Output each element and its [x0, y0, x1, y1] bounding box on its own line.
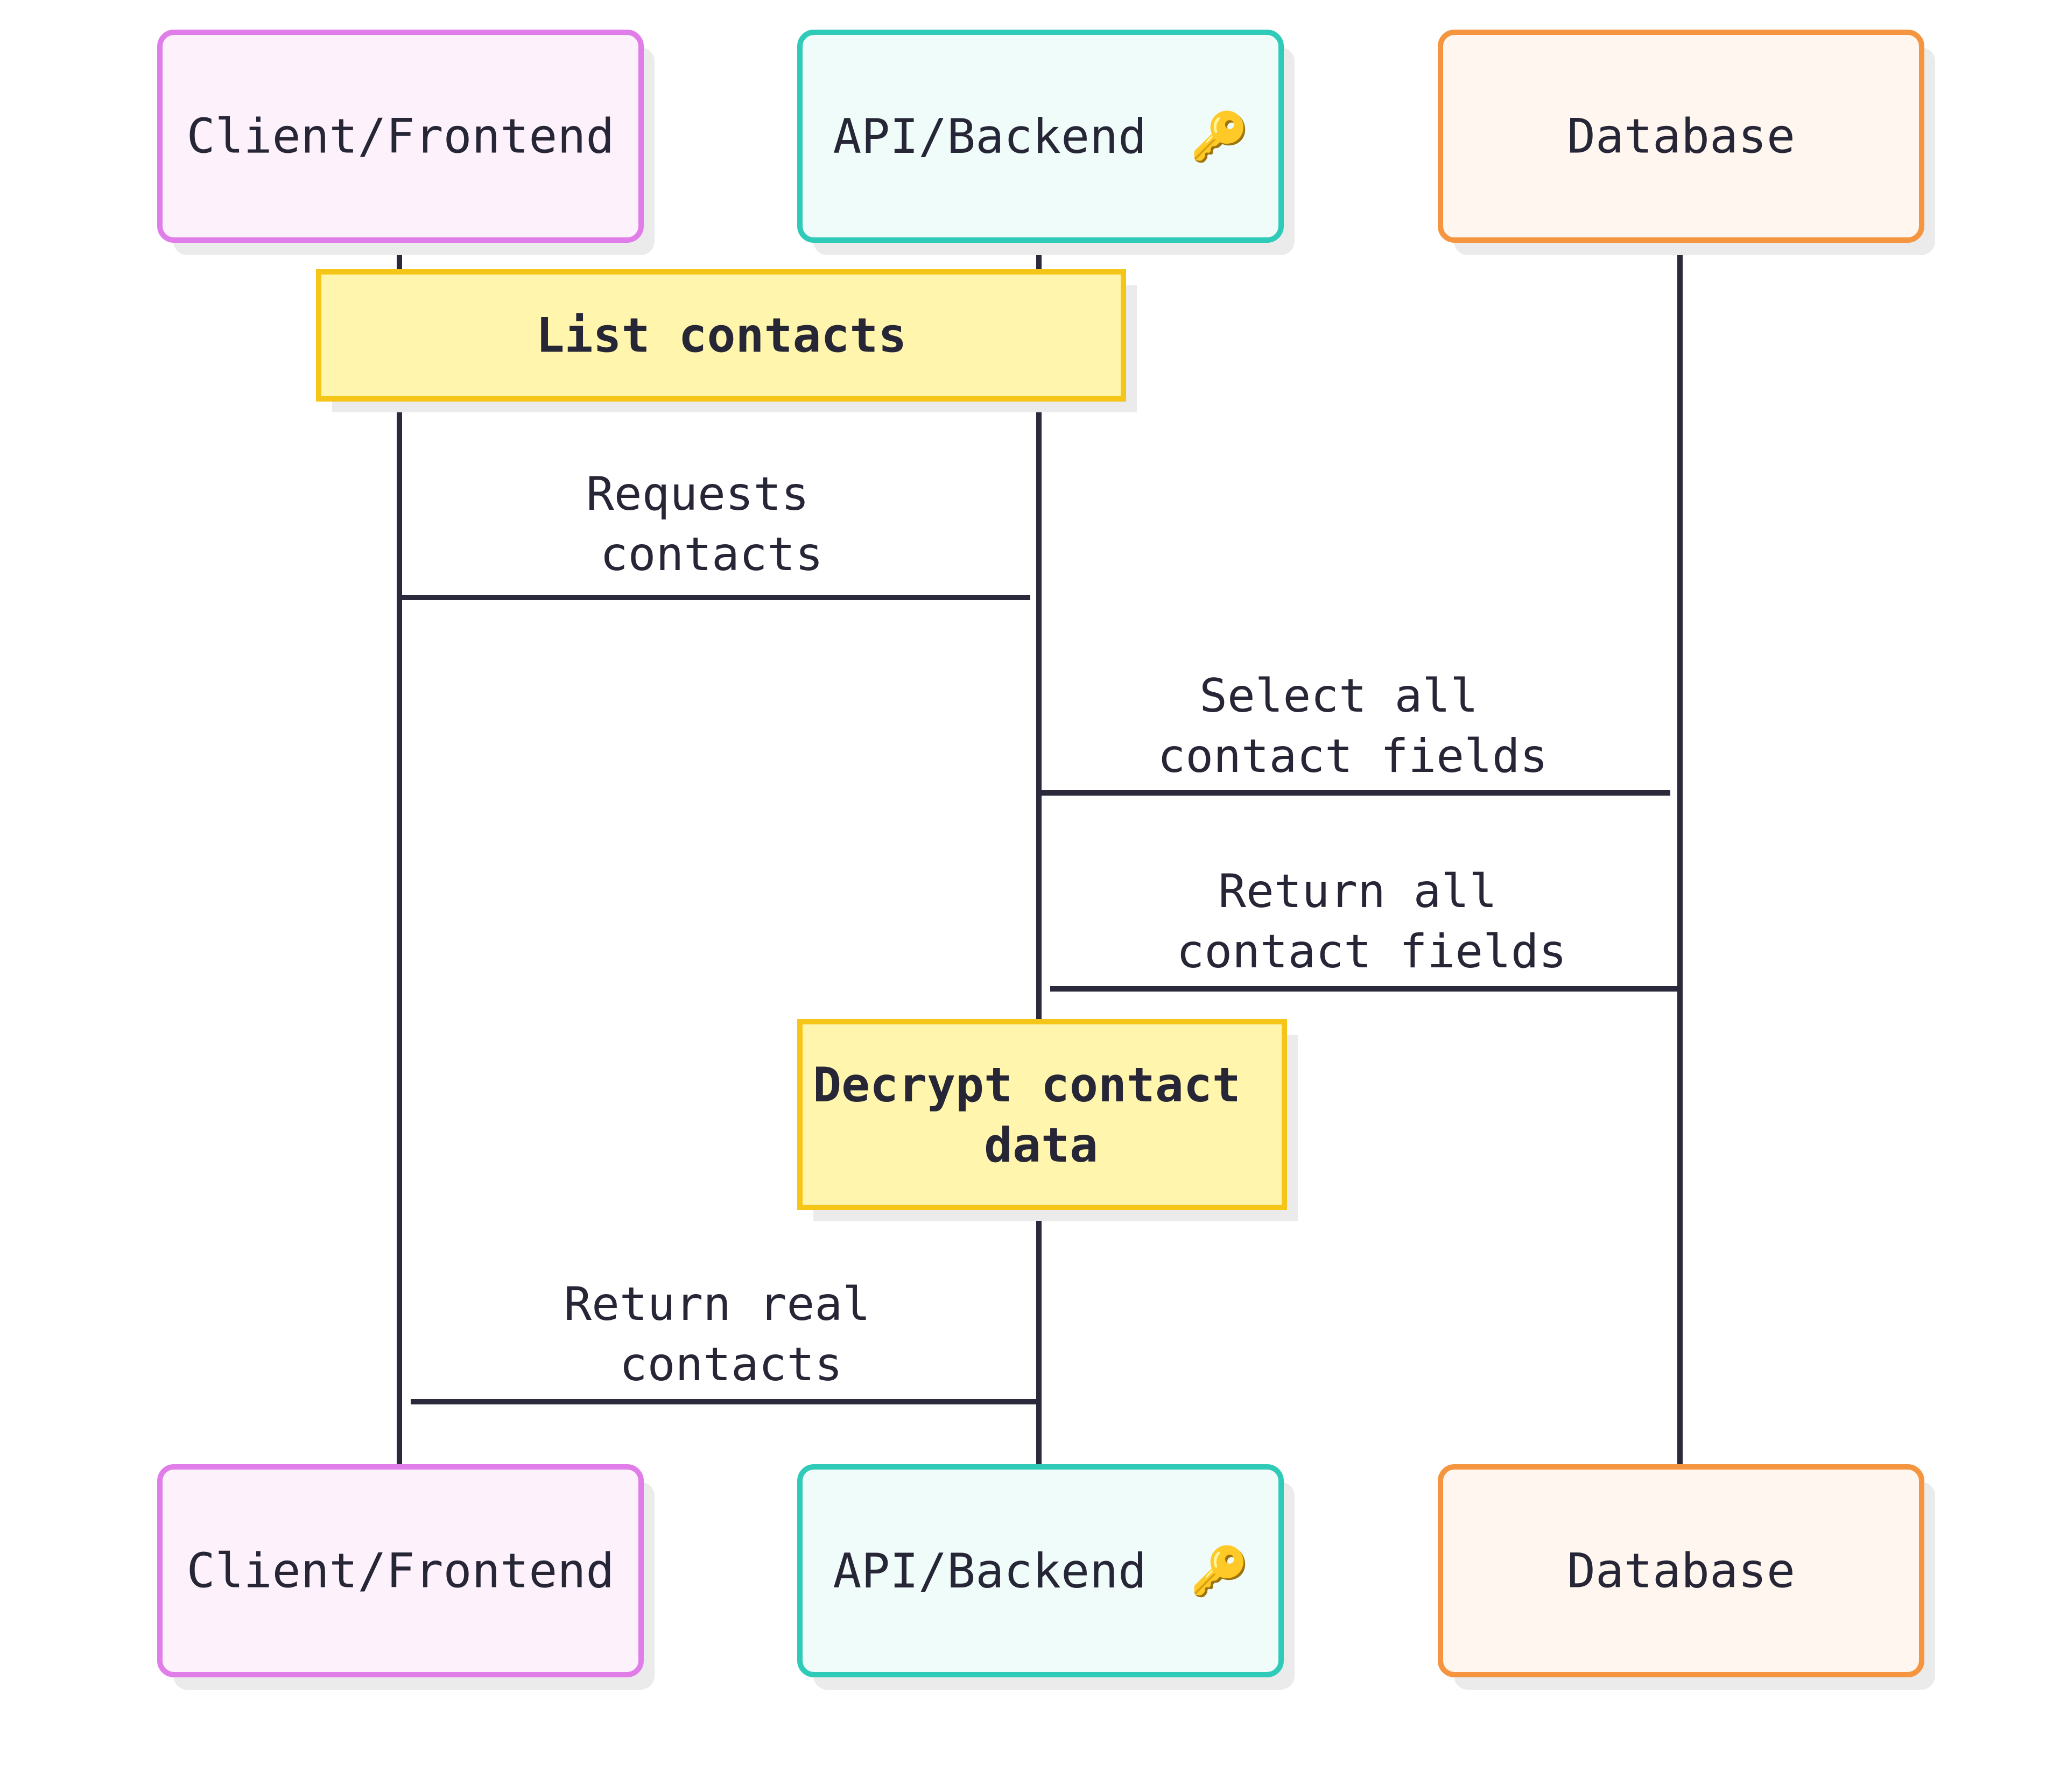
participant-box [797, 30, 1284, 243]
message-requests-contacts: Requests contacts [399, 467, 1031, 600]
participant-db-bottom[interactable]: Database [1438, 1464, 1935, 1690]
participant-box [157, 30, 644, 243]
note-label: Decrypt contact data [813, 1057, 1269, 1173]
participant-api-top[interactable]: API/Backend 🔑 [797, 30, 1295, 255]
participant-label: API/Backend 🔑 [833, 1543, 1249, 1599]
note-label-line: Decrypt contact [813, 1057, 1241, 1113]
participant-label: Client/Frontend [187, 109, 615, 164]
message-select-all-contact-fields: Select all contact fields [1039, 669, 1671, 796]
participants-bottom: Client/Frontend API/Backend 🔑 Database [157, 1464, 1935, 1690]
participant-label: API/Backend 🔑 [833, 108, 1249, 165]
participant-label: Database [1567, 1543, 1795, 1599]
note-list-contacts: List contacts [316, 269, 1137, 412]
message-label-line: Return real [564, 1277, 870, 1331]
message-label: Return real contacts [564, 1277, 898, 1392]
note-box [316, 269, 1126, 402]
message-label-line: contacts [600, 528, 823, 581]
participant-label: Database [1567, 109, 1795, 164]
key-icon: 🔑 [1190, 108, 1249, 165]
note-label-line: data [984, 1118, 1098, 1173]
message-label-line: contacts [620, 1338, 842, 1392]
participant-label: Client/Frontend [187, 1543, 615, 1599]
participant-label-text: API/Backend [833, 1543, 1147, 1599]
lifelines [397, 240, 1683, 1467]
message-return-all-contact-fields: Return all contact fields [1050, 865, 1680, 992]
message-label-line: Return all [1218, 865, 1497, 918]
participant-box [1438, 1464, 1924, 1677]
participant-client-top[interactable]: Client/Frontend [157, 30, 655, 255]
participant-label-text: API/Backend [833, 109, 1147, 164]
participant-db-top[interactable]: Database [1438, 30, 1935, 255]
participants-top: Client/Frontend API/Backend 🔑 Database [157, 30, 1935, 255]
message-label-line: Select all [1199, 669, 1478, 723]
participant-api-bottom[interactable]: API/Backend 🔑 [797, 1464, 1295, 1690]
key-icon: 🔑 [1190, 1543, 1249, 1599]
participant-box [157, 1464, 644, 1677]
message-label-line: Requests [586, 467, 809, 521]
message-label-line: contact fields [1158, 729, 1548, 783]
note-label: List contacts [536, 308, 907, 363]
message-label: Return all contact fields [1177, 865, 1567, 979]
participant-box [1438, 30, 1924, 243]
participant-client-bottom[interactable]: Client/Frontend [157, 1464, 655, 1690]
note-box [797, 1019, 1287, 1210]
message-label: Requests contacts [586, 467, 837, 581]
message-return-real-contacts: Return real contacts [410, 1277, 1039, 1404]
participant-box [797, 1464, 1284, 1677]
message-label: Select all contact fields [1158, 669, 1548, 783]
note-decrypt-contact-data: Decrypt contact data [797, 1019, 1298, 1221]
message-label-line: contact fields [1177, 925, 1567, 979]
